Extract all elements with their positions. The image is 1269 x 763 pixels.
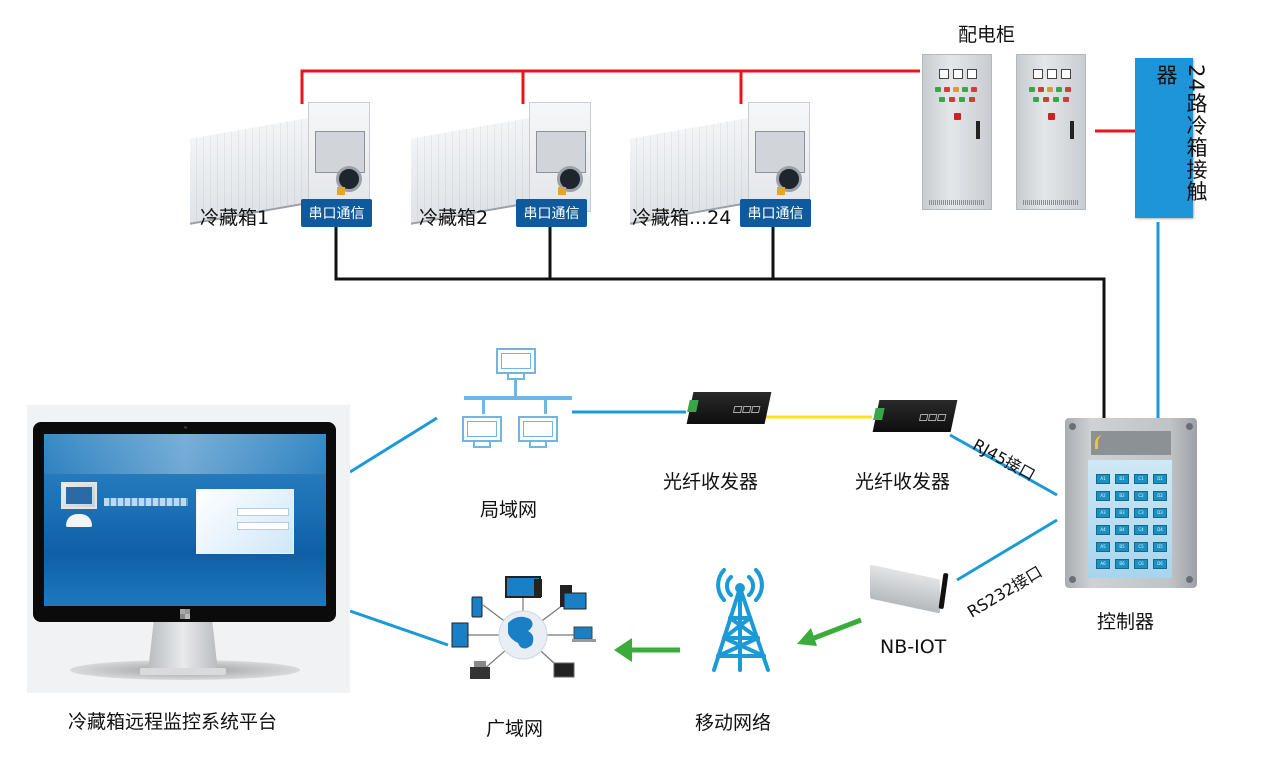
status-indicator-c4: C4 bbox=[1134, 525, 1148, 535]
cell-tower-icon bbox=[712, 568, 770, 672]
status-indicator-d5: D5 bbox=[1153, 542, 1167, 552]
distribution-cabinet-label: 配电柜 bbox=[958, 24, 1016, 46]
status-indicator-a2: A2 bbox=[1096, 491, 1110, 501]
monitor-screen bbox=[44, 434, 326, 606]
reefer-container-24 bbox=[630, 102, 830, 225]
data-flow-arrow-nbiot-to-mobile bbox=[797, 617, 862, 646]
status-indicator-d6: D6 bbox=[1153, 559, 1167, 569]
container-24-label: 冷藏箱...24 bbox=[632, 207, 732, 229]
monitor-stand bbox=[148, 622, 218, 672]
status-indicator-a5: A5 bbox=[1096, 542, 1110, 552]
serial-comm-badge-2: 串口通信 bbox=[516, 199, 587, 227]
username-field[interactable] bbox=[237, 508, 289, 516]
contactor-box: 24路冷箱接触器 bbox=[1135, 58, 1208, 218]
status-indicator-d4: D4 bbox=[1153, 525, 1167, 535]
status-indicator-c5: C5 bbox=[1134, 542, 1148, 552]
platform-label: 冷藏箱远程监控系统平台 bbox=[68, 711, 278, 733]
password-field[interactable] bbox=[237, 522, 289, 530]
mobile-network-label: 移动网络 bbox=[695, 712, 772, 734]
status-indicator-d2: D2 bbox=[1153, 491, 1167, 501]
reefer-container-1 bbox=[190, 102, 390, 225]
monitor-stand-base bbox=[140, 668, 226, 675]
rs232-line bbox=[956, 518, 1058, 582]
controller-logo-icon bbox=[1095, 435, 1110, 449]
status-indicator-b1: B1 bbox=[1115, 474, 1129, 484]
serial-comm-badge-1: 串口通信 bbox=[301, 199, 372, 227]
wan-globe-icon bbox=[451, 576, 596, 679]
platform-to-lan-line bbox=[349, 416, 438, 474]
status-indicator-a4: A4 bbox=[1096, 525, 1110, 535]
lan-icon bbox=[460, 346, 572, 464]
status-indicator-b4: B4 bbox=[1115, 525, 1129, 535]
serial-comm-badge-24: 串口通信 bbox=[740, 199, 811, 227]
computer-icon bbox=[61, 482, 97, 509]
reefer-container-2 bbox=[411, 102, 611, 225]
status-indicator-c2: C2 bbox=[1134, 491, 1148, 501]
transceiver-2-label: 光纤收发器 bbox=[855, 471, 951, 493]
fiber-transceiver-1 bbox=[686, 392, 772, 424]
nbiot-label: NB-IOT bbox=[880, 636, 947, 658]
login-box bbox=[196, 489, 294, 554]
status-indicator-a3: A3 bbox=[1096, 508, 1110, 518]
distribution-cabinet-2 bbox=[1016, 54, 1086, 210]
contactor-label: 24路冷箱接触器 bbox=[1154, 64, 1208, 203]
computer-base-icon bbox=[66, 514, 92, 527]
screen-title-text bbox=[104, 498, 188, 506]
wan-label: 广域网 bbox=[486, 718, 544, 740]
status-indicator-a6: A6 bbox=[1096, 559, 1110, 569]
status-indicator-a1: A1 bbox=[1096, 474, 1110, 484]
controller-header bbox=[1091, 431, 1171, 455]
fiber-transceiver-2 bbox=[872, 400, 958, 432]
distribution-cabinet-1 bbox=[922, 54, 992, 210]
webcam-icon bbox=[184, 426, 187, 429]
status-indicator-b6: B6 bbox=[1115, 559, 1129, 569]
container-2-label: 冷藏箱2 bbox=[419, 207, 489, 229]
platform-to-wan-line bbox=[349, 609, 449, 647]
status-indicator-d1: D1 bbox=[1153, 474, 1167, 484]
serial-bus bbox=[334, 227, 1106, 418]
status-indicator-c1: C1 bbox=[1134, 474, 1148, 484]
status-indicator-c3: C3 bbox=[1134, 508, 1148, 518]
power-line-main bbox=[300, 69, 920, 104]
status-indicator-b5: B5 bbox=[1115, 542, 1129, 552]
windows-logo-icon bbox=[180, 609, 190, 619]
status-indicator-d3: D3 bbox=[1153, 508, 1167, 518]
status-indicator-b3: B3 bbox=[1115, 508, 1129, 518]
status-indicator-b2: B2 bbox=[1115, 491, 1129, 501]
controller-label: 控制器 bbox=[1097, 611, 1155, 633]
transceiver-1-label: 光纤收发器 bbox=[663, 471, 759, 493]
status-indicator-c6: C6 bbox=[1134, 559, 1148, 569]
container-1-label: 冷藏箱1 bbox=[200, 207, 270, 229]
lan-label: 局域网 bbox=[480, 499, 538, 521]
rj45-line bbox=[949, 433, 1058, 497]
data-flow-arrow-mobile-to-wan bbox=[614, 638, 680, 662]
